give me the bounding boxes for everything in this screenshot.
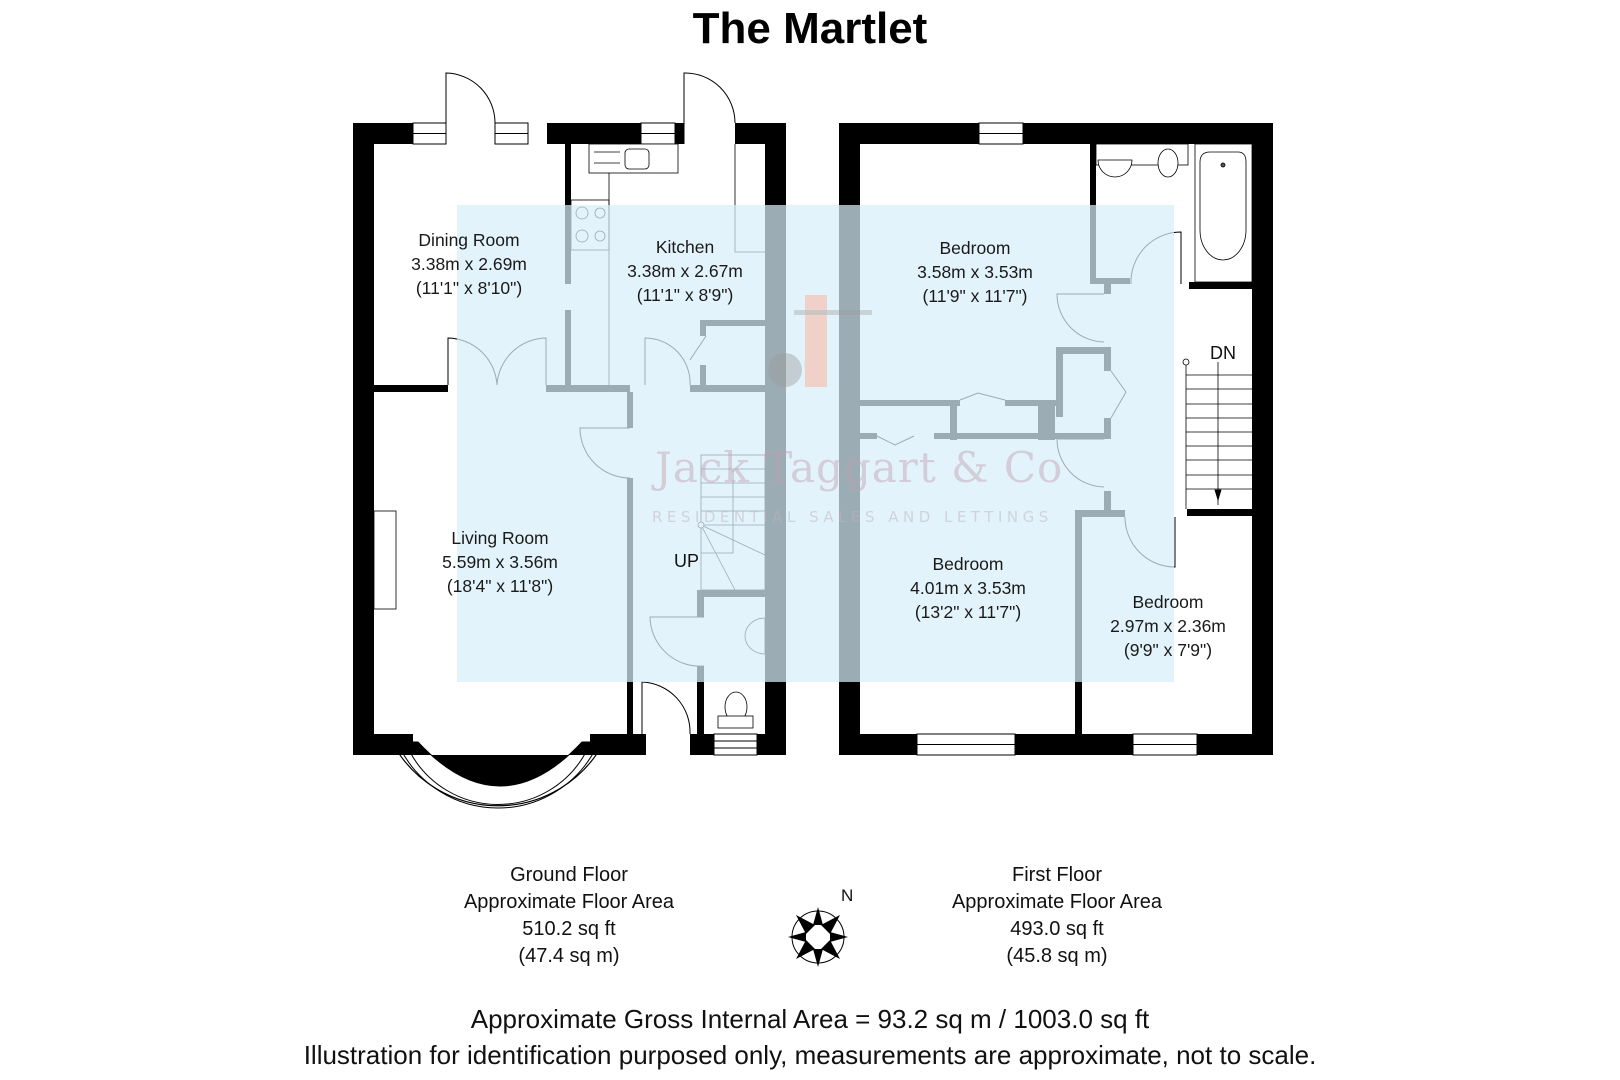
area-sqft: 510.2 sq ft — [522, 918, 616, 940]
room-metric: 5.59m x 3.56m — [442, 552, 558, 572]
stairs-up-label: UP — [674, 551, 700, 571]
floor-name: First Floor — [1011, 864, 1102, 886]
ground-floor-windows — [412, 122, 758, 756]
bathroom-fittings — [1095, 143, 1253, 283]
area-sqm: (45.8 sq m) — [1006, 945, 1108, 967]
highlight-overlay — [457, 205, 1174, 682]
room-metric: 4.01m x 3.53m — [910, 578, 1026, 598]
room-label-bedroom-2: Bedroom 4.01m x 3.53m (13'2" x 11'7") — [910, 552, 1026, 624]
watermark-company-name: Jack Taggart & Co — [655, 443, 1064, 492]
room-name: Bedroom — [932, 554, 1004, 574]
room-label-living-room: Living Room 5.59m x 3.56m (18'4" x 11'8"… — [442, 526, 558, 598]
area-label: Approximate Floor Area — [463, 891, 675, 913]
room-label-bedroom-1: Bedroom 3.58m x 3.53m (11'9" x 11'7") — [917, 236, 1033, 308]
watermark-tagline: RESIDENTIAL SALES AND LETTINGS — [652, 508, 1053, 526]
first-floor-summary: First Floor Approximate Floor Area 493.0… — [952, 862, 1162, 970]
floor-name: Ground Floor — [510, 864, 628, 886]
ground-floor-summary: Ground Floor Approximate Floor Area 510.… — [464, 862, 674, 970]
area-sqft: 493.0 sq ft — [1010, 918, 1104, 940]
compass-rose-icon — [788, 907, 848, 967]
room-label-dining-room: Dining Room 3.38m x 2.69m (11'1" x 8'10"… — [411, 228, 527, 300]
room-name: Bedroom — [939, 238, 1011, 258]
disclaimer: Illustration for identification purposed… — [303, 1040, 1317, 1070]
room-imperial: (11'1" x 8'10") — [415, 278, 523, 298]
room-imperial: (11'1" x 8'9") — [636, 285, 734, 305]
room-imperial: (11'9" x 11'7") — [922, 286, 1028, 306]
first-floor-stairs — [1182, 358, 1252, 509]
room-metric: 2.97m x 2.36m — [1110, 616, 1226, 636]
gross-internal-area: Approximate Gross Internal Area = 93.2 s… — [470, 1004, 1150, 1034]
room-metric: 3.38m x 2.69m — [411, 254, 527, 274]
bay-window — [391, 741, 605, 809]
room-metric: 3.58m x 3.53m — [917, 262, 1033, 282]
watermark-logo-icon — [768, 295, 872, 388]
page-title: The Martlet — [692, 4, 928, 53]
room-imperial: (9'9" x 7'9") — [1123, 640, 1213, 660]
room-label-bedroom-3: Bedroom 2.97m x 2.36m (9'9" x 7'9") — [1110, 590, 1226, 662]
area-sqm: (47.4 sq m) — [518, 945, 620, 967]
room-name: Bedroom — [1132, 592, 1204, 612]
stairs-down-label: DN — [1210, 343, 1236, 363]
compass-north-label: N — [841, 886, 854, 905]
room-metric: 3.38m x 2.67m — [627, 261, 743, 281]
first-floor-windows — [916, 122, 1198, 756]
room-name: Kitchen — [655, 237, 715, 257]
area-label: Approximate Floor Area — [951, 891, 1163, 913]
room-name: Living Room — [451, 528, 549, 548]
room-label-kitchen: Kitchen 3.38m x 2.67m (11'1" x 8'9") — [627, 235, 743, 307]
room-imperial: (18'4" x 11'8") — [446, 576, 554, 596]
room-imperial: (13'2" x 11'7") — [914, 602, 1022, 622]
room-name: Dining Room — [418, 230, 520, 250]
